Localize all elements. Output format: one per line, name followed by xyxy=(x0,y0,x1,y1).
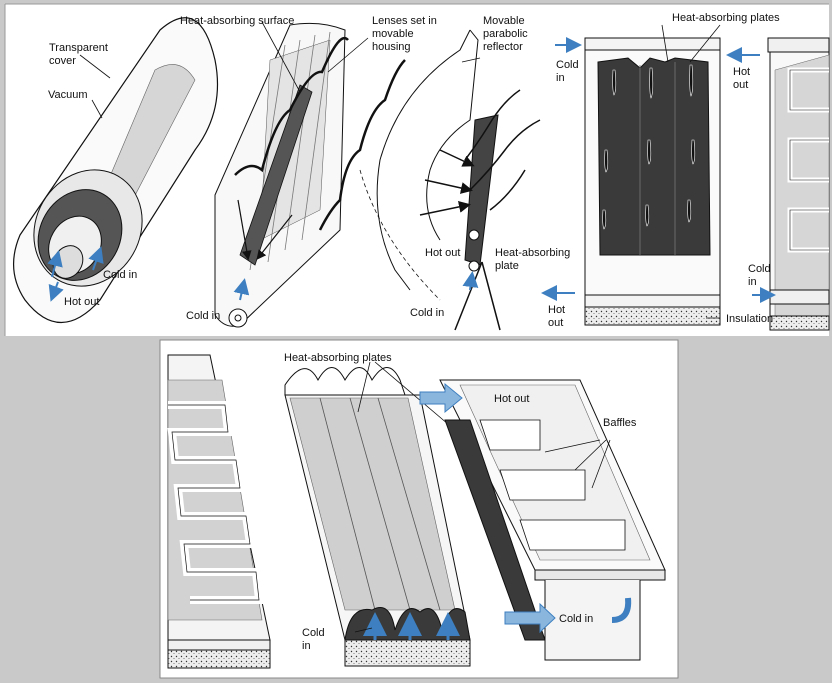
label-heat-absorbing-plates-top: Heat-absorbing plates xyxy=(672,12,780,24)
baffle-collector: Hot out Baffles Cold in xyxy=(419,379,666,661)
label-heat-absorbing-plate-1: Heat-absorbing xyxy=(495,247,570,259)
label-baffles: Baffles xyxy=(603,417,637,429)
label-lenses-2: movable xyxy=(372,28,414,40)
label-hot-out-bottom-2: out xyxy=(548,317,563,329)
label-cold-in-parabolic: Cold in xyxy=(410,307,444,319)
label-cold-in-left-2: in xyxy=(302,640,311,652)
label-cold-in-left-1: Cold xyxy=(302,627,325,639)
evacuated-tube-collector: Transparent cover Vacuum Cold in Hot out xyxy=(12,17,219,323)
label-cold-in-right-2: in xyxy=(748,276,757,288)
label-reflector-3: reflector xyxy=(483,41,523,53)
label-hot-out: Hot out xyxy=(64,296,99,308)
label-lenses-1: Lenses set in xyxy=(372,15,437,27)
label-heat-absorbing-plate-2: plate xyxy=(495,260,519,272)
lens-collector: Heat-absorbing surface Lenses set in mov… xyxy=(180,15,437,328)
label-cold-in-top-2: in xyxy=(556,72,565,84)
top-panel: Transparent cover Vacuum Cold in Hot out xyxy=(4,3,830,336)
label-reflector-1: Movable xyxy=(483,15,525,27)
label-hot-out-right-1: Hot xyxy=(733,66,750,78)
label-hot-out-right-2: out xyxy=(733,79,748,91)
label-hot-out-bottom: Hot out xyxy=(494,393,529,405)
label-heat-absorbing-surface: Heat-absorbing surface xyxy=(180,15,294,27)
corrugated-plate xyxy=(284,361,471,667)
label-hot-out-parabolic: Hot out xyxy=(425,247,460,259)
serpentine-plate xyxy=(167,354,271,669)
label-insulation: Insulation xyxy=(726,313,773,325)
label-cold-in-right-1: Cold xyxy=(748,263,771,275)
label-heat-absorbing-plates-bottom: Heat-absorbing plates xyxy=(284,352,392,364)
label-hot-out-bottom-1: Hot xyxy=(548,304,565,316)
label-vacuum: Vacuum xyxy=(48,89,88,101)
flat-plate-collector: Heat-absorbing plates Cold in Hot out Co… xyxy=(541,12,830,331)
label-transparent-cover-2: cover xyxy=(49,55,76,67)
label-transparent-cover-1: Transparent xyxy=(49,42,108,54)
label-cold-in: Cold in xyxy=(103,269,137,281)
label-cold-in-right-bottom: Cold in xyxy=(559,613,593,625)
label-cold-in-top-1: Cold xyxy=(556,59,579,71)
label-lenses-3: housing xyxy=(372,41,411,53)
parabolic-collector: Movable parabolic reflector Hot out Heat… xyxy=(359,15,570,331)
label-cold-in-lens: Cold in xyxy=(186,310,220,322)
bottom-panel: Hot out Baffles Cold in Heat-absorbing p… xyxy=(159,339,679,679)
water-drops xyxy=(602,64,696,230)
label-reflector-2: parabolic xyxy=(483,28,528,40)
